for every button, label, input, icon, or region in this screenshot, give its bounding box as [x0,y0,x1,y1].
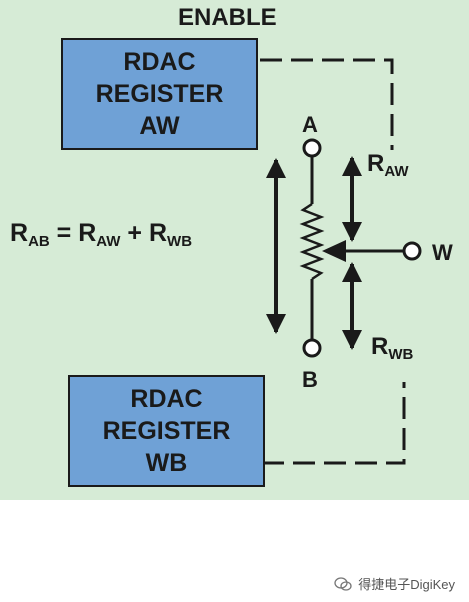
rwb-label-r: R [371,333,389,360]
enable-label: ENABLE [178,4,277,31]
rwb-label: RWB [371,333,413,363]
terminal-w-node [402,241,422,261]
terminal-b-node [302,338,322,358]
register-wb-line3: WB [145,449,188,477]
register-wb-line2: REGISTER [102,417,231,445]
resistance-formula: RAB = RAW + RWB [10,219,192,250]
watermark-text: 得捷电子DigiKey [358,577,455,592]
register-aw-line3: AW [139,112,180,140]
raw-label-sub: AW [384,163,409,180]
rdac-register-wb: RDAC REGISTER WB [68,375,265,487]
register-aw-line2: REGISTER [95,80,224,108]
formula-r-wb: R [148,219,168,247]
circuit-drawing [260,58,422,465]
wiper-arrowhead [322,240,346,262]
formula-sub-aw: AW [96,233,121,250]
terminal-a-label: A [302,112,318,137]
register-aw-line1: RDAC [123,48,196,76]
formula-sub-ab: AB [28,233,50,250]
formula-r-aw: R [78,219,97,247]
raw-label-r: R [367,150,385,177]
register-wb-line1: RDAC [130,385,203,413]
enable-line-wb [262,382,406,465]
terminal-b-label: B [302,367,318,392]
terminal-w-label: W [432,240,453,265]
raw-label: RAW [367,150,409,180]
terminal-a-node [302,138,322,158]
formula-plus: + [120,219,149,247]
enable-line-aw [260,58,394,150]
resistor-zigzag [299,202,325,281]
formula-sub-wb: WB [167,233,193,250]
rdac-register-aw: RDAC REGISTER AW [61,38,258,150]
formula-r-ab: R [10,219,29,247]
rwb-label-sub: WB [388,346,414,363]
wechat-icon [334,576,352,591]
watermark: 得捷电子DigiKey [334,574,455,593]
formula-equals: = [49,219,79,247]
